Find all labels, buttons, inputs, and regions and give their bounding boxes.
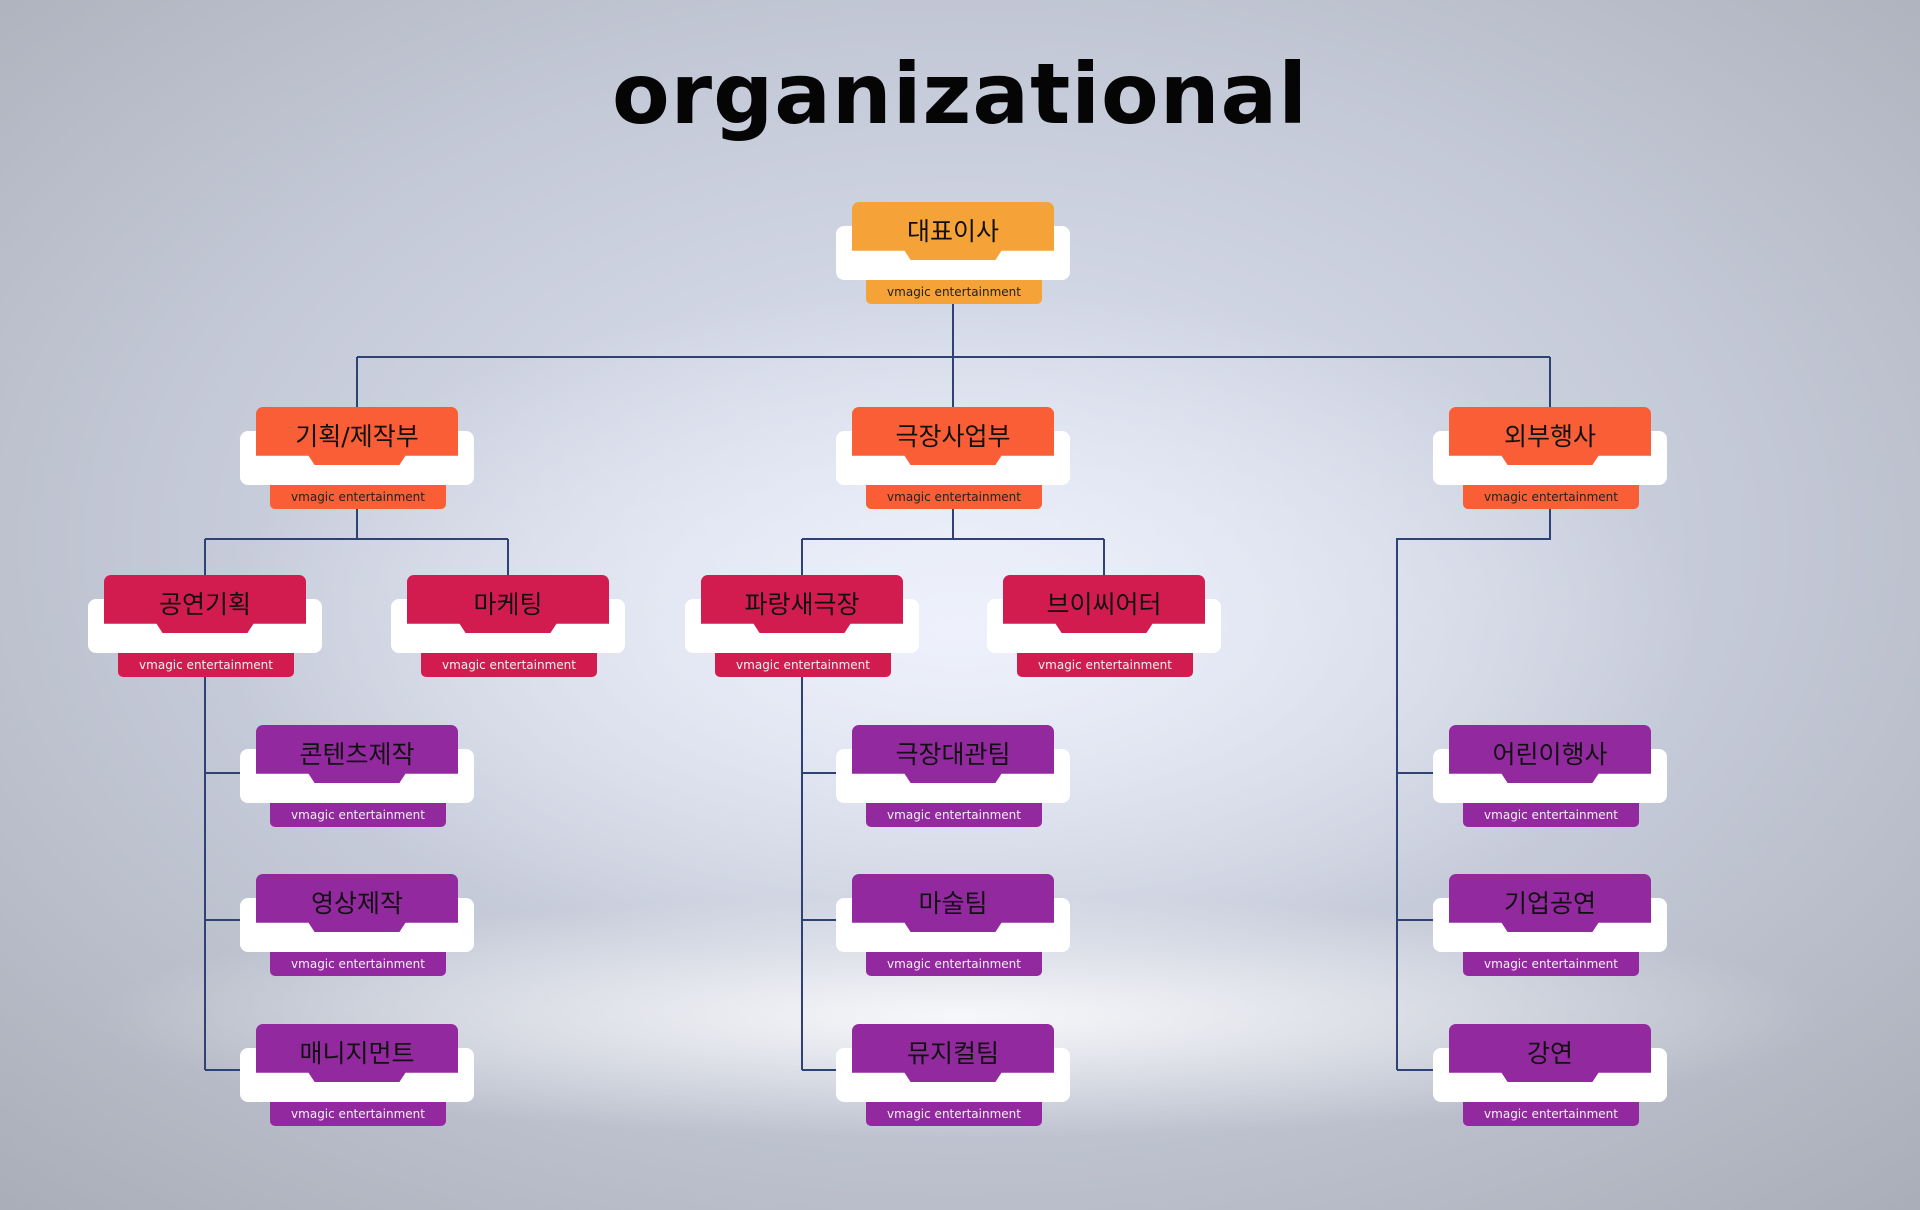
node-department-external: 외부행사 vmagic entertainment	[1433, 407, 1667, 517]
node-title: 파랑새극장	[701, 575, 903, 633]
node-subtitle: vmagic entertainment	[866, 280, 1042, 304]
connector-theater-divisions	[801, 503, 1105, 575]
node-team-content-production: 콘텐츠제작 vmagic entertainment	[240, 725, 474, 835]
node-title: 기획/제작부	[256, 407, 458, 465]
node-team-corporate-shows: 기업공연 vmagic entertainment	[1433, 874, 1667, 984]
node-subtitle: vmagic entertainment	[1463, 952, 1639, 976]
node-title: 매니지먼트	[256, 1024, 458, 1082]
node-title: 뮤지컬팀	[852, 1024, 1054, 1082]
node-subtitle: vmagic entertainment	[866, 485, 1042, 509]
node-title: 극장대관팀	[852, 725, 1054, 783]
node-title: 공연기획	[104, 575, 306, 633]
connector-ceo-departments	[356, 302, 1551, 407]
connector-bluebird-teams	[801, 671, 852, 1071]
node-division-marketing: 마케팅 vmagic entertainment	[391, 575, 625, 685]
node-subtitle: vmagic entertainment	[1017, 653, 1193, 677]
chart-title: organizational	[611, 45, 1309, 143]
node-title: 영상제작	[256, 874, 458, 932]
node-title: 대표이사	[852, 202, 1054, 260]
node-team-video-production: 영상제작 vmagic entertainment	[240, 874, 474, 984]
connector-planning-divisions	[204, 503, 509, 575]
node-subtitle: vmagic entertainment	[1463, 1102, 1639, 1126]
node-subtitle: vmagic entertainment	[866, 1102, 1042, 1126]
node-title: 마술팀	[852, 874, 1054, 932]
node-subtitle: vmagic entertainment	[270, 485, 446, 509]
node-ceo: 대표이사 vmagic entertainment	[836, 202, 1070, 312]
node-subtitle: vmagic entertainment	[1463, 485, 1639, 509]
node-subtitle: vmagic entertainment	[270, 1102, 446, 1126]
node-subtitle: vmagic entertainment	[715, 653, 891, 677]
node-subtitle: vmagic entertainment	[866, 803, 1042, 827]
node-title: 기업공연	[1449, 874, 1651, 932]
node-title: 콘텐츠제작	[256, 725, 458, 783]
node-title: 강연	[1449, 1024, 1651, 1082]
node-title: 외부행사	[1449, 407, 1651, 465]
node-subtitle: vmagic entertainment	[1463, 803, 1639, 827]
node-department-theater: 극장사업부 vmagic entertainment	[836, 407, 1070, 517]
node-division-bluebird-theater: 파랑새극장 vmagic entertainment	[685, 575, 919, 685]
node-division-v-theater: 브이씨어터 vmagic entertainment	[987, 575, 1221, 685]
node-subtitle: vmagic entertainment	[270, 952, 446, 976]
connector-performance-teams	[204, 671, 256, 1071]
node-title: 마케팅	[407, 575, 609, 633]
node-team-kids-events: 어린이행사 vmagic entertainment	[1433, 725, 1667, 835]
node-subtitle: vmagic entertainment	[118, 653, 294, 677]
node-department-planning: 기획/제작부 vmagic entertainment	[240, 407, 474, 517]
node-team-theater-rental: 극장대관팀 vmagic entertainment	[836, 725, 1070, 835]
node-subtitle: vmagic entertainment	[270, 803, 446, 827]
node-title: 어린이행사	[1449, 725, 1651, 783]
connector-external-teams	[1396, 503, 1551, 1071]
node-team-lectures: 강연 vmagic entertainment	[1433, 1024, 1667, 1134]
node-subtitle: vmagic entertainment	[421, 653, 597, 677]
node-team-management: 매니지먼트 vmagic entertainment	[240, 1024, 474, 1134]
node-team-musical: 뮤지컬팀 vmagic entertainment	[836, 1024, 1070, 1134]
node-team-magic: 마술팀 vmagic entertainment	[836, 874, 1070, 984]
node-title: 극장사업부	[852, 407, 1054, 465]
node-subtitle: vmagic entertainment	[866, 952, 1042, 976]
node-division-performance: 공연기획 vmagic entertainment	[88, 575, 322, 685]
node-title: 브이씨어터	[1003, 575, 1205, 633]
